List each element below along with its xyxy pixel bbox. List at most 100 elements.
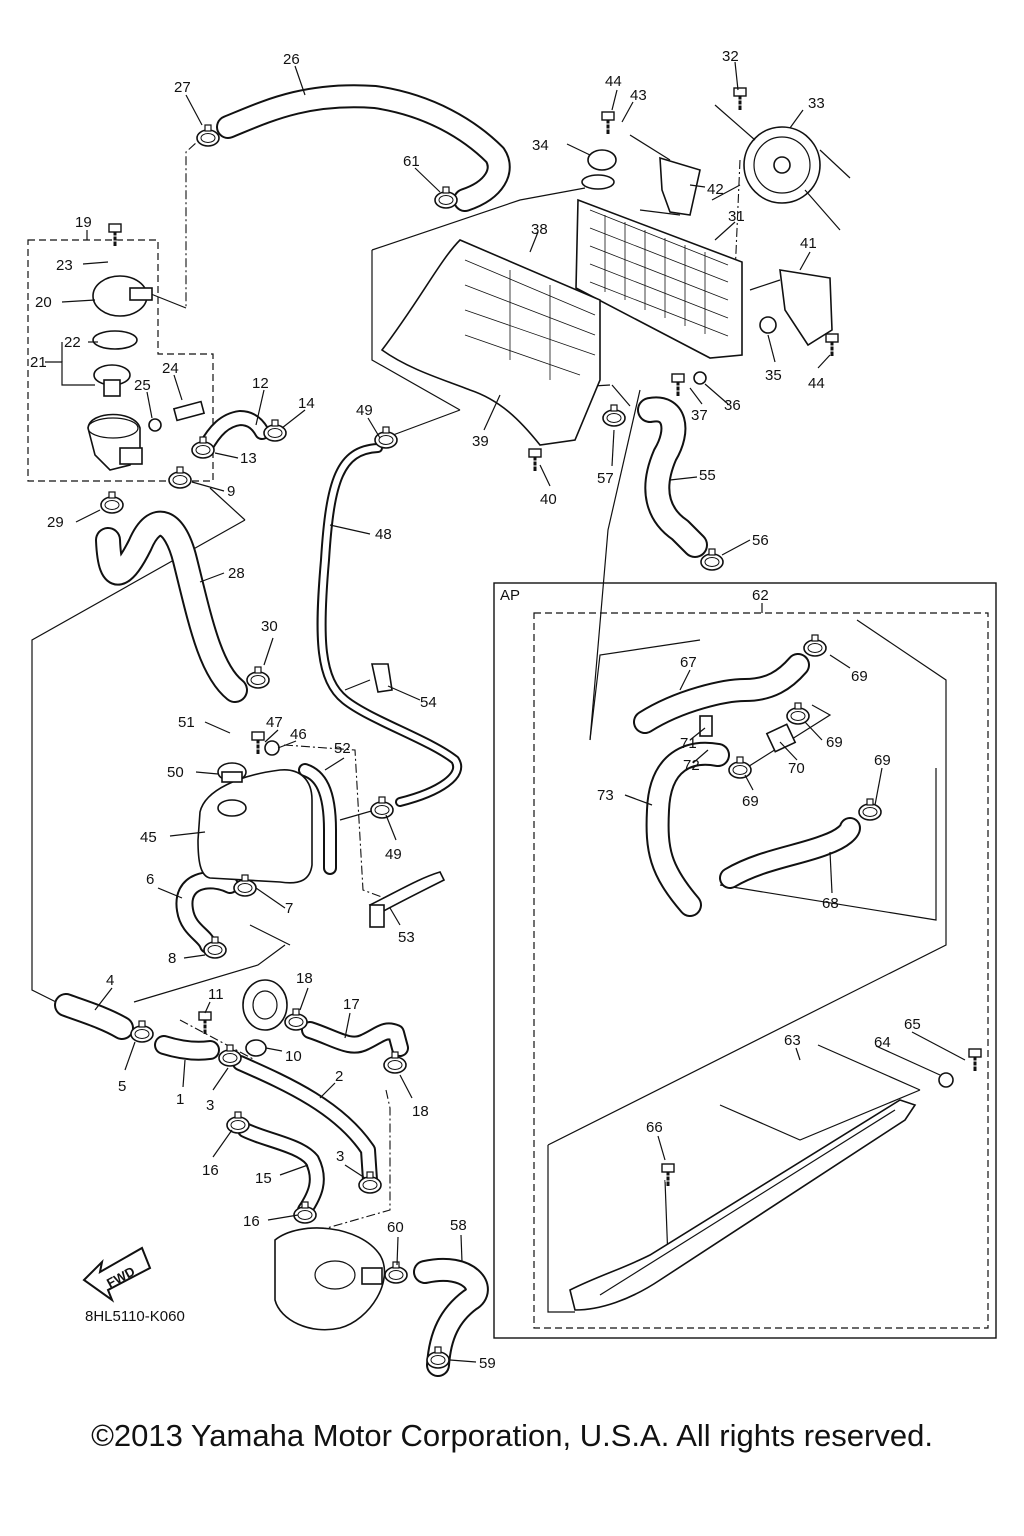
callout-72: 72 — [683, 757, 700, 774]
callout-73: 73 — [597, 787, 614, 804]
hoses — [54, 84, 861, 1377]
clamp-16 — [226, 1111, 250, 1134]
callout-61: 61 — [403, 153, 420, 170]
callout-31: 31 — [728, 208, 745, 225]
callout-46: 46 — [290, 726, 307, 743]
callout-36: 36 — [724, 397, 741, 414]
clamp-5 — [130, 1020, 154, 1043]
bolt-37 — [670, 372, 686, 398]
washer-25 — [148, 418, 162, 432]
callout-40: 40 — [540, 491, 557, 508]
callout-53: 53 — [398, 929, 415, 946]
callout-55: 55 — [699, 467, 716, 484]
ap-assembly-inner-box — [533, 612, 989, 1329]
band-53 — [368, 871, 446, 928]
callout-49b: 49 — [385, 846, 402, 863]
callout-23: 23 — [56, 257, 73, 274]
clamp-49b — [370, 796, 394, 819]
callout-21: 21 — [30, 354, 47, 371]
clamp-18 — [284, 1008, 308, 1031]
callout-56: 56 — [752, 532, 769, 549]
callout-68: 68 — [822, 895, 839, 912]
bolt-23 — [107, 222, 123, 248]
callout-64: 64 — [874, 1034, 891, 1051]
callout-3: 3 — [206, 1097, 214, 1114]
callout-69c: 69 — [742, 793, 759, 810]
callout-43: 43 — [630, 87, 647, 104]
callout-17: 17 — [343, 996, 360, 1013]
callout-16: 16 — [202, 1162, 219, 1179]
clamp-14 — [263, 419, 287, 442]
callout-28: 28 — [228, 565, 245, 582]
callout-8: 8 — [168, 950, 176, 967]
callout-10: 10 — [285, 1048, 302, 1065]
clamp-29 — [100, 491, 124, 514]
clamp-69b — [786, 702, 810, 725]
callout-35: 35 — [765, 367, 782, 384]
collar-36 — [693, 371, 707, 385]
clamp-69d — [858, 798, 882, 821]
clamp-27 — [196, 124, 220, 147]
shroud-38 — [380, 239, 601, 446]
callout-18b: 18 — [412, 1103, 429, 1120]
pin-66 — [660, 1162, 676, 1188]
callout-13: 13 — [240, 450, 257, 467]
callout-22: 22 — [64, 334, 81, 351]
callout-65: 65 — [904, 1016, 921, 1033]
bolt-65 — [967, 1047, 983, 1073]
thermostat-group-box — [27, 239, 214, 482]
clamp-69a — [803, 634, 827, 657]
bolt-44b — [824, 332, 840, 358]
callout-50: 50 — [167, 764, 184, 781]
callout-4: 4 — [106, 972, 114, 989]
callout-7: 7 — [285, 900, 293, 917]
callout-60: 60 — [387, 1219, 404, 1236]
callout-5: 5 — [118, 1078, 126, 1095]
bolts — [107, 86, 983, 1188]
thermostat-21 — [93, 364, 131, 397]
pump-cover-assembly — [242, 979, 288, 1031]
clamp-49a — [374, 426, 398, 449]
callout-69b: 69 — [826, 734, 843, 751]
clamp-57 — [602, 404, 626, 427]
callout-63: 63 — [784, 1032, 801, 1049]
callout-1: 1 — [176, 1091, 184, 1108]
callout-57: 57 — [597, 470, 614, 487]
callout-38: 38 — [531, 221, 548, 238]
sensor-24 — [172, 400, 206, 422]
joint-70 — [765, 723, 797, 753]
callout-33: 33 — [808, 95, 825, 112]
callout-48: 48 — [375, 526, 392, 543]
o-ring-10 — [245, 1039, 267, 1057]
callout-18: 18 — [296, 970, 313, 987]
callout-69a: 69 — [851, 668, 868, 685]
bracket-42 — [659, 156, 701, 216]
callout-34: 34 — [532, 137, 549, 154]
water-pump-housing — [274, 1227, 386, 1331]
callout-37: 37 — [691, 407, 708, 424]
reservoir-tank-45 — [197, 769, 313, 884]
callout-6: 6 — [146, 871, 154, 888]
bolt-40 — [527, 447, 543, 473]
callout-44a: 44 — [605, 73, 622, 90]
callout-20: 20 — [35, 294, 52, 311]
thermostat-cover-20 — [92, 275, 153, 317]
callout-62: 62 — [752, 587, 769, 604]
callout-12: 12 — [252, 375, 269, 392]
callout-25: 25 — [134, 377, 151, 394]
bolt-47 — [250, 730, 266, 756]
callout-44b: 44 — [808, 375, 825, 392]
grommet-35 — [759, 316, 777, 334]
fwd-arrow-icon: FWD — [82, 1246, 152, 1303]
ap-assembly-outer-box — [493, 582, 997, 1339]
clamp-60 — [384, 1261, 408, 1284]
callout-70: 70 — [788, 760, 805, 777]
callout-29: 29 — [47, 514, 64, 531]
callout-67: 67 — [680, 654, 697, 671]
callout-2: 2 — [335, 1068, 343, 1085]
bolt-32 — [732, 86, 748, 112]
callout-leaders — [45, 61, 966, 1363]
fan-33 — [711, 104, 851, 231]
callout-47: 47 — [266, 714, 283, 731]
callout-49: 49 — [356, 402, 373, 419]
